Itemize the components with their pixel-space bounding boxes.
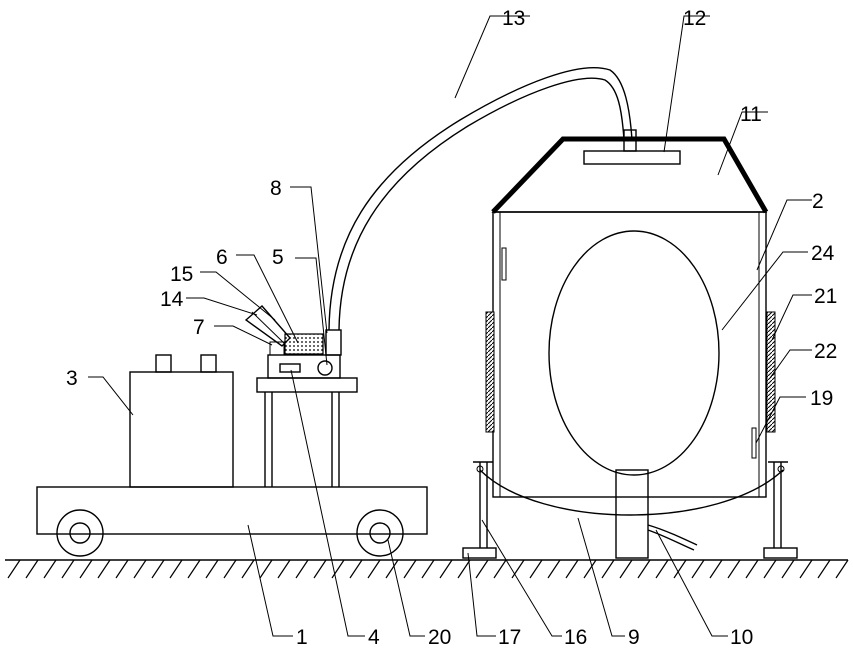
- label-21: 21: [814, 285, 837, 308]
- ground-hatch-line: [134, 560, 146, 578]
- ground-hatch-line: [62, 560, 74, 578]
- ground-hatch-line: [620, 560, 632, 578]
- ground-hatch-line: [656, 560, 668, 578]
- label-2: 2: [812, 190, 824, 213]
- ground-hatch-line: [782, 560, 794, 578]
- ground-hatch-line: [800, 560, 812, 578]
- legs: [463, 462, 797, 558]
- ground-hatch-line: [512, 560, 524, 578]
- part-labels: 13 12 11 2 24 21 22 19 8 6 5 15 14 7 3 1…: [66, 7, 837, 649]
- ground-hatch-line: [566, 560, 578, 578]
- ground-hatch-line: [638, 560, 650, 578]
- ground-hatch-line: [314, 560, 326, 578]
- ground: [5, 560, 848, 578]
- ground-hatch-line: [422, 560, 434, 578]
- hose: [329, 68, 632, 330]
- cart: [37, 306, 427, 556]
- ground-hatch-line: [746, 560, 758, 578]
- ground-hatch-line: [188, 560, 200, 578]
- label-1: 1: [296, 626, 308, 649]
- ground-hatch-line: [440, 560, 452, 578]
- cart-wheel-right: [357, 510, 403, 556]
- stand: [257, 378, 357, 487]
- ground-hatch-line: [206, 560, 218, 578]
- ground-hatch-line: [350, 560, 362, 578]
- label-11: 11: [740, 103, 762, 126]
- ground-hatch-line: [404, 560, 416, 578]
- cart-wheel-left: [57, 510, 103, 556]
- ground-hatch-line: [548, 560, 560, 578]
- ground-hatch-line: [836, 560, 848, 578]
- label-13: 13: [502, 7, 525, 30]
- label-17: 17: [498, 626, 521, 649]
- label-4: 4: [368, 626, 380, 649]
- ground-hatch-line: [116, 560, 128, 578]
- ground-hatch-line: [728, 560, 740, 578]
- ground-hatch-line: [80, 560, 92, 578]
- ground-hatch-line: [602, 560, 614, 578]
- tank: [130, 355, 233, 487]
- ground-hatch-line: [98, 560, 110, 578]
- label-3: 3: [66, 367, 78, 390]
- label-16: 16: [564, 626, 587, 649]
- label-10: 10: [730, 626, 753, 649]
- ground-hatch-line: [476, 560, 488, 578]
- label-12: 12: [683, 7, 706, 30]
- ground-hatch-line: [8, 560, 20, 578]
- control-box: [246, 306, 341, 378]
- label-6: 6: [216, 246, 228, 269]
- ground-hatch-line: [26, 560, 38, 578]
- ground-hatch-line: [296, 560, 308, 578]
- ground-hatch-line: [692, 560, 704, 578]
- ground-hatch-line: [260, 560, 272, 578]
- label-9: 9: [628, 626, 640, 649]
- side-strip-left: [486, 312, 494, 432]
- ground-hatch-line: [368, 560, 380, 578]
- ground-hatch-line: [818, 560, 830, 578]
- ground-hatch-line: [530, 560, 542, 578]
- label-20: 20: [428, 626, 451, 649]
- ground-hatch-line: [242, 560, 254, 578]
- cart-body: [37, 487, 427, 534]
- label-5: 5: [272, 246, 284, 269]
- ground-hatch-line: [44, 560, 56, 578]
- label-14: 14: [160, 288, 184, 311]
- ground-hatch-line: [494, 560, 506, 578]
- ground-hatch-line: [170, 560, 182, 578]
- ground-hatch-line: [458, 560, 470, 578]
- ground-hatch-line: [764, 560, 776, 578]
- ground-hatch-line: [152, 560, 164, 578]
- ground-hatch-line: [278, 560, 290, 578]
- label-8: 8: [270, 177, 282, 200]
- ground-hatch-line: [710, 560, 722, 578]
- egg-element: [549, 231, 719, 475]
- label-15: 15: [170, 263, 193, 286]
- label-7: 7: [193, 316, 205, 339]
- label-22: 22: [814, 340, 837, 363]
- label-24: 24: [811, 242, 835, 265]
- vessel: [463, 130, 797, 558]
- ground-hatch-line: [224, 560, 236, 578]
- label-19: 19: [810, 387, 833, 410]
- filter-block: [285, 334, 323, 354]
